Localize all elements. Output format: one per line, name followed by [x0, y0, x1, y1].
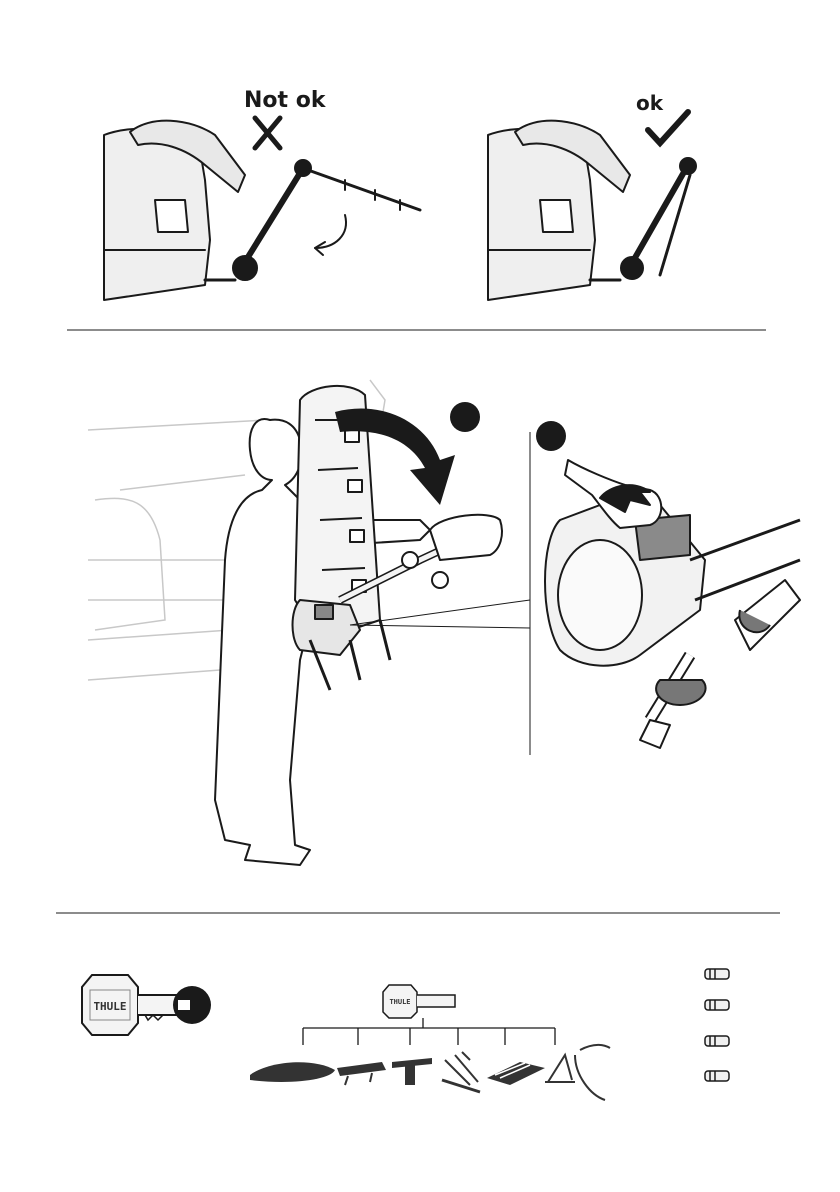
- ski-carrier-icon: [337, 1062, 386, 1085]
- not-ok-label: Not ok: [244, 88, 327, 113]
- detail-zoom-illustration: [545, 460, 800, 748]
- cross-icon: [255, 118, 280, 148]
- platform-carrier-icon: [487, 1062, 545, 1085]
- not-ok-illustration: [104, 121, 420, 300]
- ok-illustration: [488, 121, 696, 300]
- step-marker-2: [536, 421, 566, 451]
- check-icon: [648, 112, 688, 143]
- lock-cylinder-icon: [705, 1000, 729, 1010]
- lock-cylinder-icon: [705, 1071, 729, 1081]
- step-marker-1: [450, 402, 480, 432]
- bike-mount-icon: [392, 1058, 432, 1085]
- towbar-carrier-icon: [545, 1045, 610, 1100]
- bike-carrier-icon: [442, 1052, 480, 1092]
- roof-box-icon: [250, 1062, 335, 1082]
- lock-cylinder-icon: [705, 1036, 729, 1046]
- small-key-brand: THULE: [389, 998, 410, 1006]
- key-brand: THULE: [93, 1000, 126, 1013]
- ok-label: ok: [636, 91, 664, 115]
- lock-cylinder-icon: [705, 969, 729, 979]
- accessory-tree-lines: [303, 1018, 555, 1045]
